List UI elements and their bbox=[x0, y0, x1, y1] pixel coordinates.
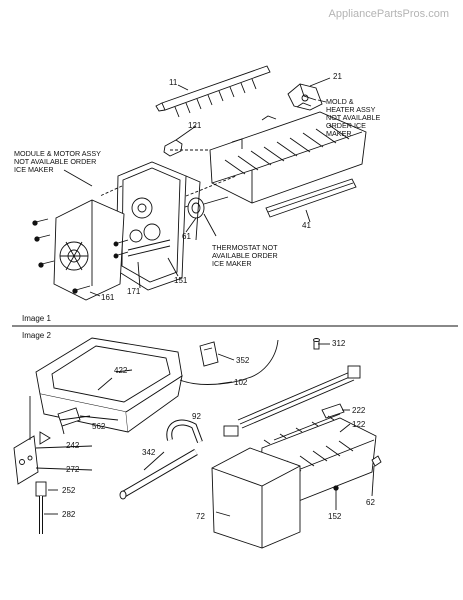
part-number-242: 242 bbox=[66, 441, 80, 450]
screws-image2 bbox=[333, 455, 382, 504]
part-number-121: 121 bbox=[188, 121, 202, 130]
module-housing bbox=[115, 161, 201, 291]
part-number-72: 72 bbox=[196, 512, 205, 521]
front-cover bbox=[211, 447, 301, 549]
callout-thermostat: THERMOSTAT NOT AVAILABLE ORDER ICE MAKER bbox=[212, 243, 278, 268]
screws bbox=[32, 218, 129, 294]
bracket-222 bbox=[321, 403, 345, 419]
part-number-222: 222 bbox=[352, 406, 366, 415]
callout-mold-heater: MOLD & HEATER ASSY NOT AVAILABLE ORDER I… bbox=[326, 97, 381, 138]
guide-lines-image1 bbox=[99, 149, 237, 197]
part-number-11: 11 bbox=[169, 78, 178, 87]
fill-tube bbox=[119, 419, 203, 500]
small-bracket-121 bbox=[163, 139, 183, 157]
part-number-312: 312 bbox=[332, 339, 346, 348]
motor-plate bbox=[53, 199, 125, 301]
part-number-422: 422 bbox=[114, 366, 128, 375]
part-number-282: 282 bbox=[62, 510, 76, 519]
ice-bucket bbox=[35, 337, 183, 433]
mold-heater-assembly bbox=[209, 102, 367, 204]
clip-352 bbox=[199, 341, 219, 367]
watermark: AppliancePartsPros.com bbox=[328, 8, 449, 20]
ejector-blade bbox=[155, 65, 271, 118]
part-number-352: 352 bbox=[236, 356, 250, 365]
part-number-62: 62 bbox=[366, 498, 375, 507]
wire-shield bbox=[265, 178, 357, 218]
callout-module-motor: MODULE & MOTOR ASSY NOT AVAILABLE ORDER … bbox=[14, 149, 101, 174]
part-number-562: 562 bbox=[92, 422, 106, 431]
section-label-image1: Image 1 bbox=[22, 314, 51, 323]
part-number-272: 272 bbox=[66, 465, 80, 474]
part-number-342: 342 bbox=[142, 448, 156, 457]
part-number-171: 171 bbox=[127, 287, 141, 296]
part-number-61: 61 bbox=[182, 232, 191, 241]
part-number-161: 161 bbox=[101, 293, 115, 302]
part-number-152: 152 bbox=[328, 512, 342, 521]
auger-mount bbox=[13, 396, 51, 485]
part-number-252: 252 bbox=[62, 486, 76, 495]
part-number-151: 151 bbox=[174, 276, 188, 285]
part-number-122: 122 bbox=[352, 420, 366, 429]
mold-cover bbox=[287, 83, 323, 111]
part-number-41: 41 bbox=[302, 221, 311, 230]
section-label-image2: Image 2 bbox=[22, 331, 51, 340]
auger-shaft bbox=[35, 481, 47, 534]
part-number-102: 102 bbox=[234, 378, 248, 387]
leader-lines-image1 bbox=[63, 77, 331, 297]
pin-312 bbox=[313, 338, 320, 350]
wire-harness bbox=[179, 339, 361, 437]
part-number-92: 92 bbox=[192, 412, 201, 421]
actuator-562 bbox=[57, 407, 81, 435]
leader-lines-image2 bbox=[35, 343, 375, 517]
part-number-21: 21 bbox=[333, 72, 342, 81]
